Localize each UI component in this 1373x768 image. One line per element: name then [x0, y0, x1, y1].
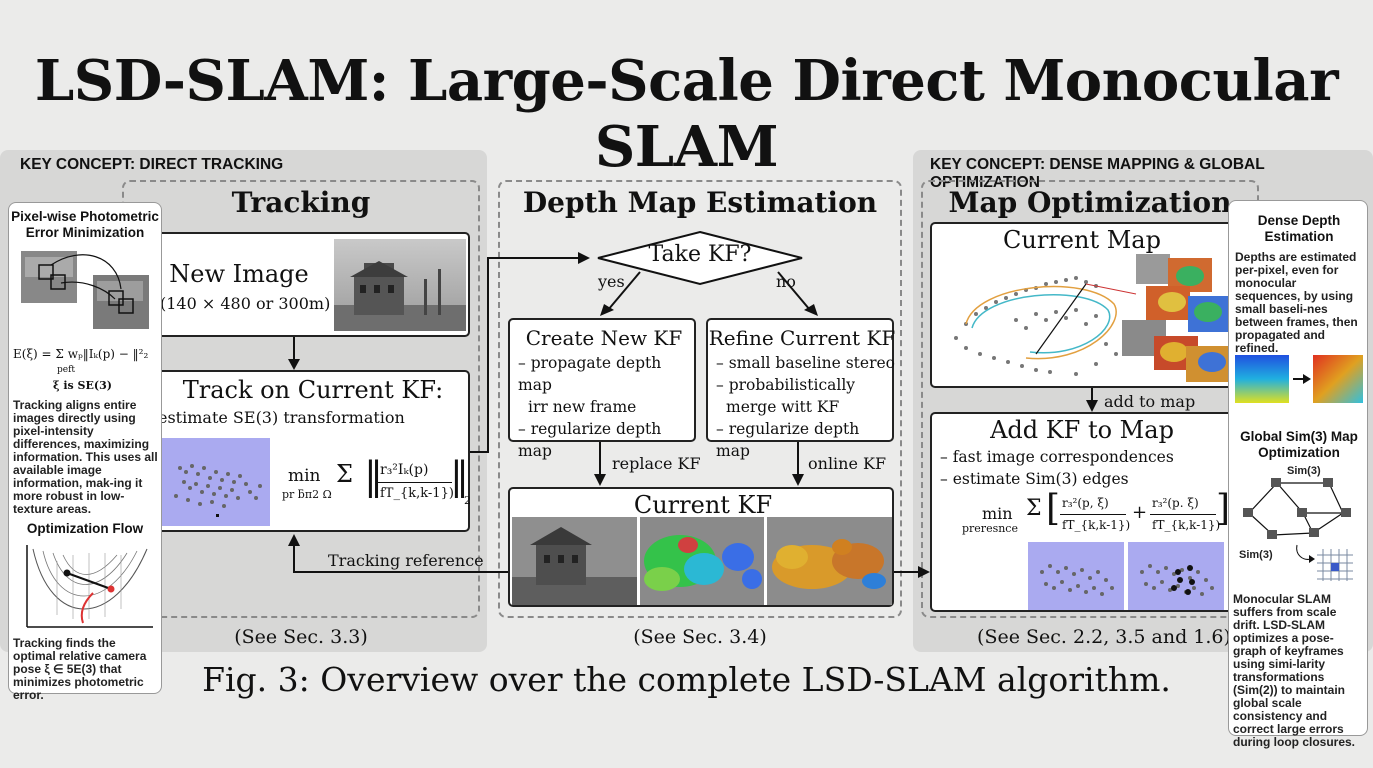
current-map-box: Current Map [930, 222, 1246, 388]
photometric-formula-sub: peft [57, 365, 76, 375]
current-map-title: Current Map [1003, 226, 1161, 254]
decision-arrows [600, 271, 818, 316]
sim3-label-b: Sim(3) [1239, 549, 1273, 561]
track-formula: min pr ƃπ2 Ω Σ ‖ r₃²Iₖ(p) fT_{k,k-1}) ‖ … [282, 454, 471, 507]
optimization-flow-heading: Optimization Flow [26, 521, 144, 536]
add-kf-item: fast image correspondences [940, 446, 1240, 468]
optimization-bowl-plot [26, 545, 153, 628]
depth-see-sec: (See Sec. 3.4) [633, 626, 767, 648]
depth-section [498, 180, 902, 618]
replace-arrow [594, 442, 606, 486]
create-kf-title: Create New KF [525, 326, 683, 350]
replace-kf-label: replace KF [612, 454, 701, 473]
map-title: Map Optimization [948, 186, 1232, 219]
add-kf-formula: min preresnce Σ [ r₃²(p, ξ) fT_{k,k-1}) … [962, 488, 1235, 539]
refine-kf-item: small baseline stereo [716, 352, 898, 374]
page-title: LSD-SLAM: Large-Scale Direct Monocular S… [34, 48, 1339, 180]
pose-graph-illustration [1243, 478, 1353, 581]
refine-kf-box: Refine Current KF small baseline stereo … [706, 318, 896, 460]
refine-kf-item: merge witt KF [726, 398, 840, 416]
new-image-thumbnail [334, 239, 466, 331]
new-image-title: New Image [169, 260, 309, 288]
track-title: Track on Current KF: [182, 376, 444, 404]
track-box: Track on Current KF: estimate SE(3) tran… [152, 370, 471, 532]
map-see-sec: (See Sec. 2.2, 3.5 and 1.6) [977, 626, 1231, 648]
online-arrow [792, 442, 804, 486]
create-kf-box: Create New KF propagate depth map irr ne… [508, 318, 696, 460]
right-sidebar-text2: Monocular SLAM suffers from scale drift.… [1233, 592, 1356, 749]
point-cloud-thumbnail [160, 438, 270, 526]
add-kf-list: fast image correspondences estimate Sim(… [940, 446, 1240, 490]
current-kf-box: Current KF [508, 487, 894, 607]
right-sidebar-heading: Dense Depth Estimation [1257, 213, 1341, 244]
create-kf-item: propagate depth map [518, 352, 700, 396]
tracking-title: Tracking [231, 186, 371, 219]
optimization-flow-text: Tracking finds the optimal relative came… [13, 636, 147, 702]
left-sidebar: Pixel-wise Photometric Error Minimizatio… [8, 202, 162, 702]
right-key-concept: KEY CONCEPT: DENSE MAPPING & GLOBAL OPTI… [930, 156, 1265, 191]
refine-kf-item: regularize depth map [716, 418, 898, 462]
refine-kf-title: Refine Current KF [708, 326, 896, 350]
sim3-label-a: Sim(3) [1287, 465, 1321, 477]
add-to-map-label: add to map [1104, 392, 1196, 411]
yes-label: yes [598, 272, 625, 291]
arrow-new-to-track [288, 337, 300, 370]
take-kf-label: Take KF? [648, 242, 752, 267]
track-subtitle: estimate SE(3) transformation [158, 408, 405, 427]
take-kf-diamond [597, 230, 803, 286]
current-kf-images [512, 517, 892, 605]
depth-title: Depth Map Estimation [522, 186, 878, 219]
add-kf-title: Add KF to Map [990, 416, 1174, 444]
left-sidebar-heading: Pixel-wise Photometric Error Minimizatio… [11, 209, 159, 240]
current-map-render [954, 254, 1236, 382]
depth-refinement-illustration [1235, 355, 1363, 403]
right-sidebar: Dense Depth Estimation Depths are estima… [1228, 200, 1368, 749]
photometric-formula-note: ξ is SE(3) [53, 379, 112, 392]
new-image-subtitle: (140 × 480 or 300m) [160, 294, 331, 313]
sim3-heading: Global Sim(3) Map Optimization [1240, 429, 1358, 460]
add-to-map-arrow [1086, 388, 1098, 412]
flow-connectors [288, 252, 930, 578]
create-kf-list: propagate depth map irr new frame regula… [518, 352, 700, 462]
left-key-concept: KEY CONCEPT: DIRECT TRACKING [20, 156, 284, 173]
refine-kf-item: probabilistically [716, 374, 898, 396]
new-image-box: New Image (140 × 480 or 300m) [152, 232, 470, 337]
add-kf-box: Add KF to Map fast image correspondences… [930, 412, 1246, 612]
tracking-see-sec: (See Sec. 3.3) [234, 626, 368, 648]
photometric-formula: E(ξ) = Σ wₚ‖Iₖ(p) − ‖²₂ [13, 347, 149, 361]
create-kf-item: irr new frame [528, 398, 637, 416]
add-kf-item: estimate Sim(3) edges [940, 468, 1240, 490]
current-kf-title: Current KF [633, 491, 773, 519]
online-kf-label: online KF [808, 454, 887, 473]
left-sidebar-text: Tracking aligns entire images directly u… [13, 398, 158, 516]
patch-illustration [21, 251, 149, 329]
add-kf-point-clouds [1028, 542, 1224, 610]
right-sidebar-text: Depths are estimated per-pixel, even for… [1235, 250, 1358, 355]
tracking-reference-label: Tracking reference [328, 551, 484, 570]
figure-caption: Fig. 3: Overview over the complete LSD-S… [202, 660, 1171, 699]
refine-kf-list: small baseline stereo probabilistically … [716, 352, 898, 462]
create-kf-item: regularize depth map [518, 418, 700, 462]
